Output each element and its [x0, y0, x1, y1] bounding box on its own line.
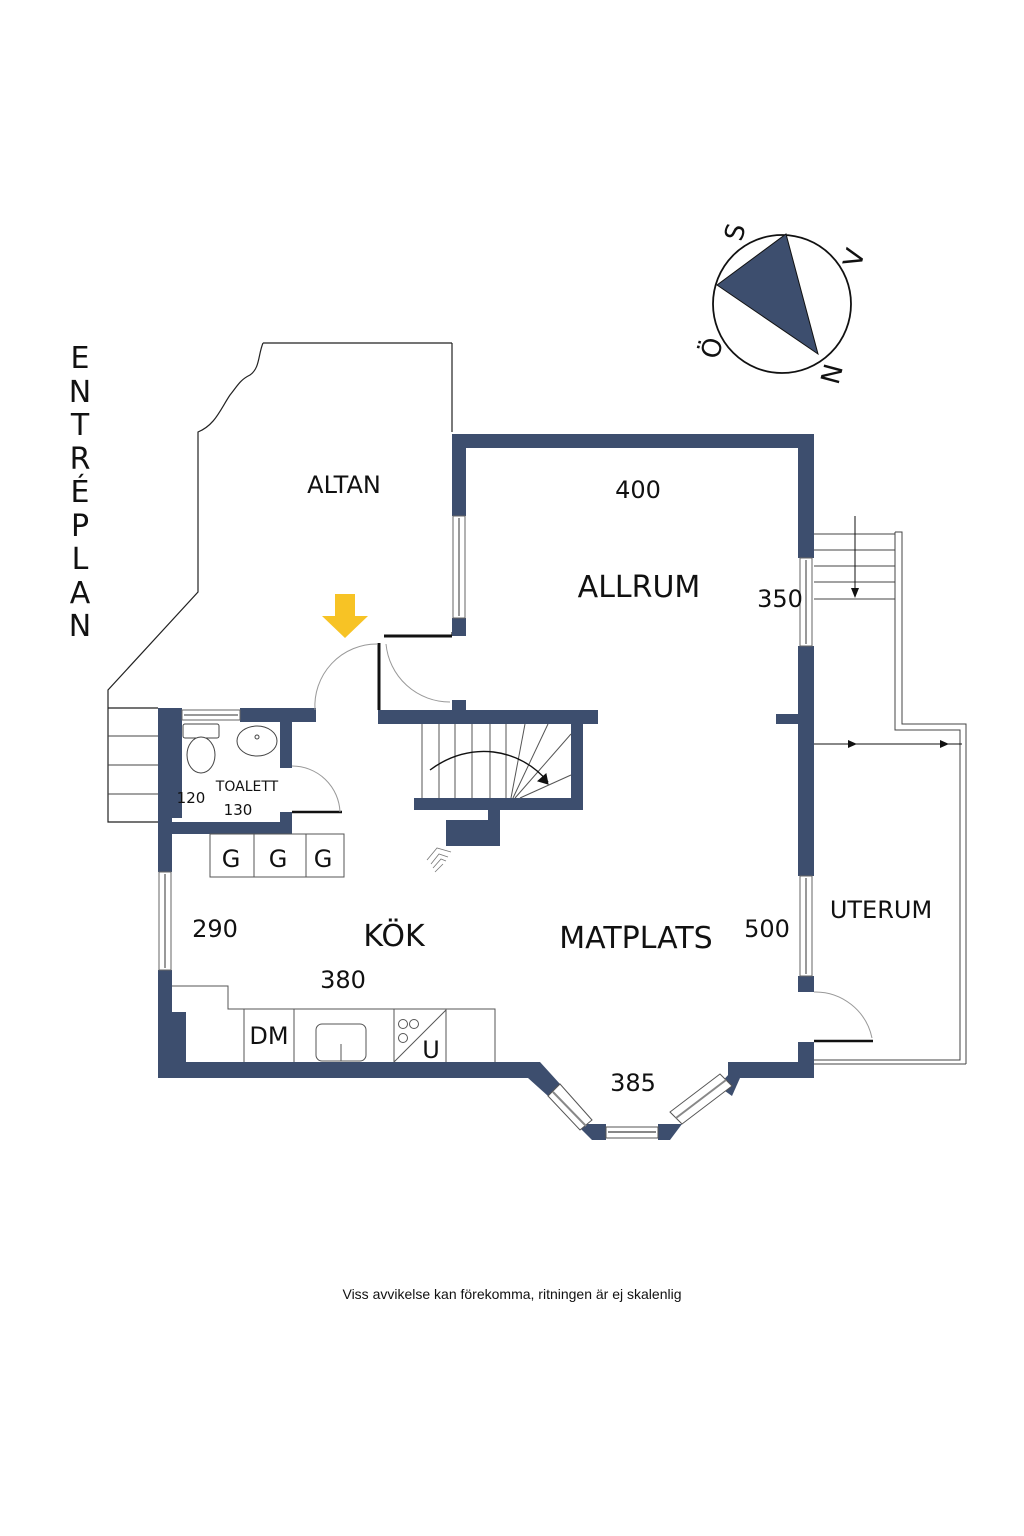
wardrobes [209, 833, 345, 878]
plan-title: E N T R É P L A N [60, 342, 100, 644]
kitchen-counter [172, 985, 496, 1063]
bay-window [528, 1062, 740, 1140]
stove-diagonal [393, 1009, 447, 1063]
title-letter: R [69, 441, 91, 477]
doors [291, 634, 873, 1043]
disclaimer: Viss avvikelse kan förekomma, ritningen … [342, 1286, 682, 1302]
title-letter: N [68, 609, 92, 644]
entrance-arrow-icon [322, 594, 368, 638]
title-letter: T [70, 408, 90, 443]
dimension-allrum-width: 400 [615, 476, 661, 504]
compass-label-east: Ö [694, 334, 730, 362]
compass-label-north: N [816, 361, 850, 388]
dimension-toalett-depth: 120 [177, 789, 206, 807]
compass-label-west: V [838, 245, 872, 270]
entry-steps [108, 735, 158, 795]
title-letter: E [70, 341, 90, 376]
dishwasher-label: DM [249, 1022, 288, 1050]
dimension-kok-depth: 290 [192, 915, 238, 943]
title-letter: A [69, 575, 91, 611]
dimension-allrum-depth: 350 [757, 585, 803, 613]
walls [158, 434, 814, 1078]
compass-label-south: S [719, 220, 752, 244]
dimension-toalett-width: 130 [224, 801, 253, 819]
room-label-toalett: TOALETT [215, 779, 279, 795]
compass-circle [712, 234, 852, 374]
wardrobe-label: G [269, 845, 288, 873]
dimension-matplats-width: 385 [610, 1069, 656, 1097]
room-label-altan: ALTAN [307, 471, 381, 499]
title-letter: L [71, 542, 89, 577]
title-letter: É [70, 475, 90, 510]
staircase [421, 723, 572, 799]
oven-label: U [422, 1036, 440, 1064]
toilet-icon [182, 723, 220, 774]
room-label-kok: KÖK [363, 918, 426, 954]
room-label-matplats: MATPLATS [559, 921, 712, 956]
dimension-kok-width: 380 [320, 966, 366, 994]
dimension-matplats-depth: 500 [744, 915, 790, 943]
windows [158, 515, 813, 977]
wardrobe-label: G [314, 845, 333, 873]
room-label-uterum: UTERUM [830, 896, 932, 924]
compass: S V N Ö [694, 220, 872, 387]
compass-needle-icon [716, 233, 819, 356]
uterum-outline [814, 516, 967, 1065]
title-letter: P [70, 508, 90, 544]
title-letter: N [68, 374, 92, 410]
wardrobe-label: G [222, 845, 241, 873]
room-label-allrum: ALLRUM [578, 570, 701, 605]
stair-hatch-icon [426, 847, 452, 873]
sink-icon [236, 725, 278, 757]
